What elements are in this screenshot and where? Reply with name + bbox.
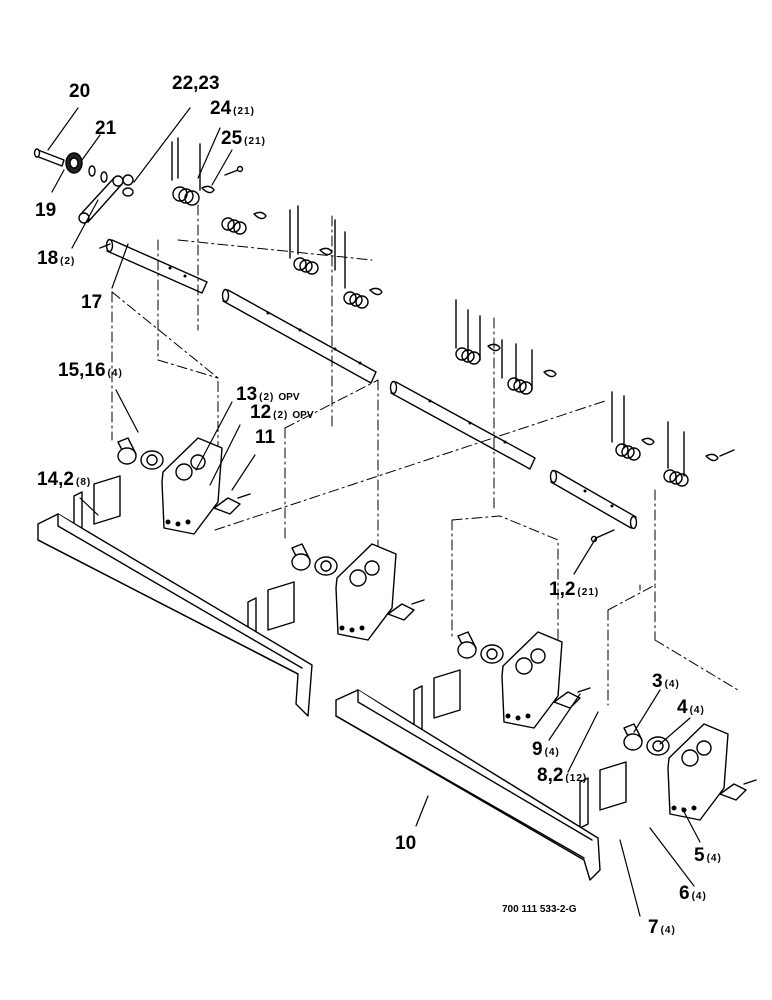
callout-number: 24 <box>210 98 232 119</box>
callout-21: 21 <box>95 119 118 138</box>
callout-quantity: (2) <box>259 392 275 403</box>
callout-3: 3(4) <box>652 672 680 691</box>
callout-12: 12(2)OPV <box>250 403 314 422</box>
callout-14-2: 14,2(8) <box>37 470 91 489</box>
callout-number: 8,2 <box>537 765 564 786</box>
callout-quantity: (4) <box>664 679 680 690</box>
channel-support <box>37 513 601 881</box>
callout-6: 6(4) <box>679 884 707 903</box>
callout-quantity: (4) <box>691 891 707 902</box>
mount-assembly-4 <box>579 723 757 829</box>
callout-4: 4(4) <box>677 698 705 717</box>
callout-number: 18 <box>37 248 59 269</box>
callout-quantity: (12) <box>565 773 588 784</box>
callout-quantity: (4) <box>544 747 560 758</box>
callout-22-23: 22,23 <box>172 74 222 93</box>
callout-number: 5 <box>694 845 705 866</box>
callout-quantity: (8) <box>75 477 92 488</box>
callout-opv: OPV <box>292 410 314 421</box>
callout-17: 17 <box>81 293 104 312</box>
mount-assembly-2 <box>247 543 425 649</box>
callout-quantity: (4) <box>706 853 722 864</box>
callout-15-16: 15,16(4) <box>58 361 123 380</box>
callout-number: 22,23 <box>172 73 220 94</box>
callout-25: 25(21) <box>221 129 266 148</box>
callout-number: 4 <box>677 697 688 718</box>
callout-number: 19 <box>35 200 57 221</box>
callout-leaders <box>47 107 701 917</box>
callout-opv: OPV <box>278 392 300 403</box>
callout-20: 20 <box>69 82 92 101</box>
callout-quantity: (4) <box>689 705 705 716</box>
callout-10: 10 <box>395 834 418 853</box>
callout-13: 13(2)OPV <box>236 385 300 404</box>
mount-assembly-1 <box>73 437 251 543</box>
callout-11: 11 <box>255 428 277 447</box>
callout-quantity: (4) <box>660 925 676 936</box>
callout-number: 1,2 <box>549 579 576 600</box>
callout-19: 19 <box>35 201 58 220</box>
assembly-lines <box>111 204 739 706</box>
callout-quantity: (21) <box>577 587 600 598</box>
callout-number: 11 <box>255 427 276 448</box>
callout-number: 17 <box>81 292 103 313</box>
callout-1-2: 1,2(21) <box>549 580 599 599</box>
callout-7: 7(4) <box>648 918 676 937</box>
callout-number: 10 <box>395 833 417 854</box>
shaft-end-hardware <box>33 148 134 249</box>
callout-9: 9(4) <box>532 740 560 759</box>
callout-number: 14,2 <box>37 469 74 490</box>
callout-number: 25 <box>221 128 243 149</box>
callout-number: 7 <box>648 917 659 938</box>
callout-number: 6 <box>679 883 690 904</box>
callout-number: 21 <box>95 118 117 139</box>
callout-number: 12 <box>250 402 272 423</box>
tine-shaft-tube <box>105 238 638 530</box>
callout-5: 5(4) <box>694 846 722 865</box>
callout-quantity: (21) <box>233 106 255 117</box>
callout-number: 3 <box>652 671 663 692</box>
callout-24: 24(21) <box>210 99 255 118</box>
mount-assembly-3 <box>413 631 591 737</box>
callout-quantity: (2) <box>273 410 289 421</box>
callout-quantity: (4) <box>107 368 123 379</box>
callout-number: 13 <box>236 384 258 405</box>
figure-reference: 700 111 533-2-G <box>502 904 577 915</box>
callout-quantity: (21) <box>244 136 266 147</box>
callout-18: 18(2) <box>37 249 75 268</box>
callout-number: 20 <box>69 81 91 102</box>
callout-number: 9 <box>532 739 543 760</box>
callout-number: 15,16 <box>58 360 106 381</box>
callout-quantity: (2) <box>60 256 76 267</box>
callout-8-2: 8,2(12) <box>537 766 587 785</box>
spring-tines <box>171 137 735 487</box>
